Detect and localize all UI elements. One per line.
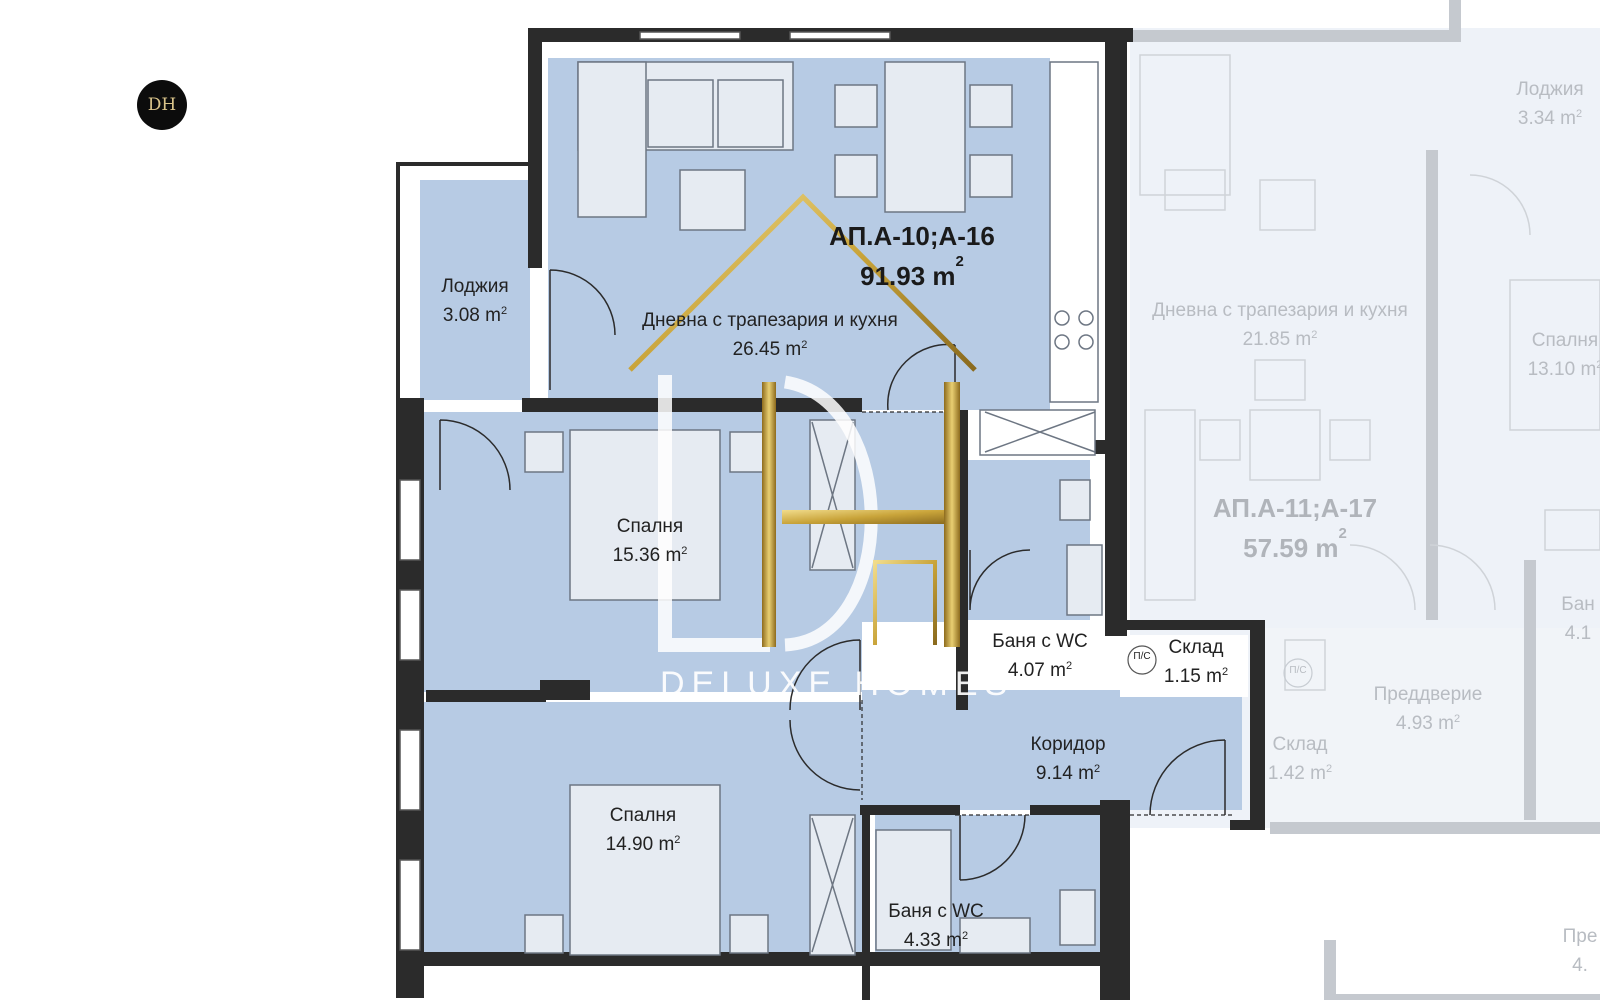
neighbor-room-bath: Бан 4.1	[1561, 590, 1595, 649]
room-area: 26.45 m2	[732, 339, 808, 361]
neighbor-room-hall: Преддверие 4.93 m2	[1374, 680, 1483, 739]
neighbor-room-storage: Склад 1.42 m2	[1268, 730, 1332, 789]
watermark-brand-text: DELUXE HOMES	[660, 665, 1015, 703]
apartment-title-block: АП.А-10;А-16 91.93 m2	[829, 216, 995, 297]
room-name: Баня с WC	[992, 631, 1088, 652]
room-area: 1.15 m2	[1163, 666, 1229, 688]
thresholds	[861, 411, 1235, 816]
shaft-circle	[1127, 645, 1157, 675]
room-area: 4.33 m2	[903, 930, 969, 952]
room-name: Баня с WC	[888, 901, 984, 922]
neighbor-apartment-title: АП.А-11;А-17 57.59 m2	[1213, 488, 1377, 569]
room-name: Лоджия	[441, 276, 509, 297]
room-area: 13.10 m2	[1527, 359, 1600, 381]
room-area: 4.93 m2	[1395, 713, 1461, 735]
room-name: Лоджия	[1516, 79, 1584, 100]
room-name: Спалня	[609, 805, 677, 826]
room-name: Спалня	[616, 516, 684, 537]
kitchen-hob	[811, 310, 1096, 953]
room-label-living: Дневна с трапезария и кухня 26.45 m2	[642, 306, 898, 365]
room-area: 4.1	[1564, 623, 1592, 645]
room-label-bedroom-1: Спалня 15.36 m2	[613, 512, 688, 571]
room-name: Склад	[1272, 734, 1328, 755]
room-area: 3.08 m2	[442, 305, 508, 327]
logo-initials: DH	[147, 95, 177, 115]
room-area: 1.42 m2	[1267, 763, 1333, 785]
room-label-loggia: Лоджия 3.08 m2	[441, 272, 508, 331]
room-name: Преддверие	[1373, 684, 1483, 705]
room-name: Спалня	[1531, 330, 1599, 351]
apartment-id: АП.А-10;А-16	[829, 221, 995, 251]
room-name: Бан	[1561, 594, 1595, 615]
neighbor-apartment-id: АП.А-11;А-17	[1212, 493, 1378, 523]
room-label-bath-1: Баня с WC 4.07 m2	[992, 627, 1088, 686]
logo-badge: DH	[137, 80, 187, 130]
neighbor-apartment-area: 57.59 m2	[1243, 524, 1347, 564]
room-name: Дневна с трапезария и кухня	[1152, 300, 1408, 321]
room-name: Склад	[1168, 637, 1224, 658]
room-label-storage: Склад 1.15 m2	[1164, 633, 1228, 692]
neighbor-room-bedroom: Спалня 13.10 m2	[1528, 326, 1600, 385]
neighbor-room-loggia: Лоджия 3.34 m2	[1516, 75, 1583, 134]
room-area: 15.36 m2	[612, 545, 688, 567]
room-area: 21.85 m2	[1242, 329, 1318, 351]
neighbor-shaft-label: П/С	[1289, 665, 1307, 676]
neighbor-shaft-circle	[1283, 658, 1313, 688]
windows	[399, 31, 891, 951]
watermark-logo	[628, 193, 977, 652]
apartment-area: 91.93 m2	[860, 252, 964, 292]
doors	[439, 269, 1226, 881]
room-name: Дневна с трапезария и кухня	[642, 310, 898, 331]
room-area: 14.90 m2	[605, 834, 681, 856]
neighbor-room-partial: Пре 4.	[1563, 922, 1598, 981]
room-area: 4.07 m2	[1007, 660, 1073, 682]
room-name: Коридор	[1030, 734, 1106, 755]
neighbor-room-living: Дневна с трапезария и кухня 21.85 m2	[1152, 296, 1408, 355]
room-label-bath-2: Баня с WC 4.33 m2	[888, 897, 984, 956]
room-label-bedroom-2: Спалня 14.90 m2	[606, 801, 681, 860]
room-area: 9.14 m2	[1035, 763, 1101, 785]
room-name: Пре	[1562, 926, 1598, 947]
room-area: 3.34 m2	[1517, 108, 1583, 130]
room-label-corridor: Коридор 9.14 m2	[1030, 730, 1105, 789]
shaft-label: П/С	[1133, 651, 1151, 662]
room-area: 4.	[1572, 955, 1588, 977]
